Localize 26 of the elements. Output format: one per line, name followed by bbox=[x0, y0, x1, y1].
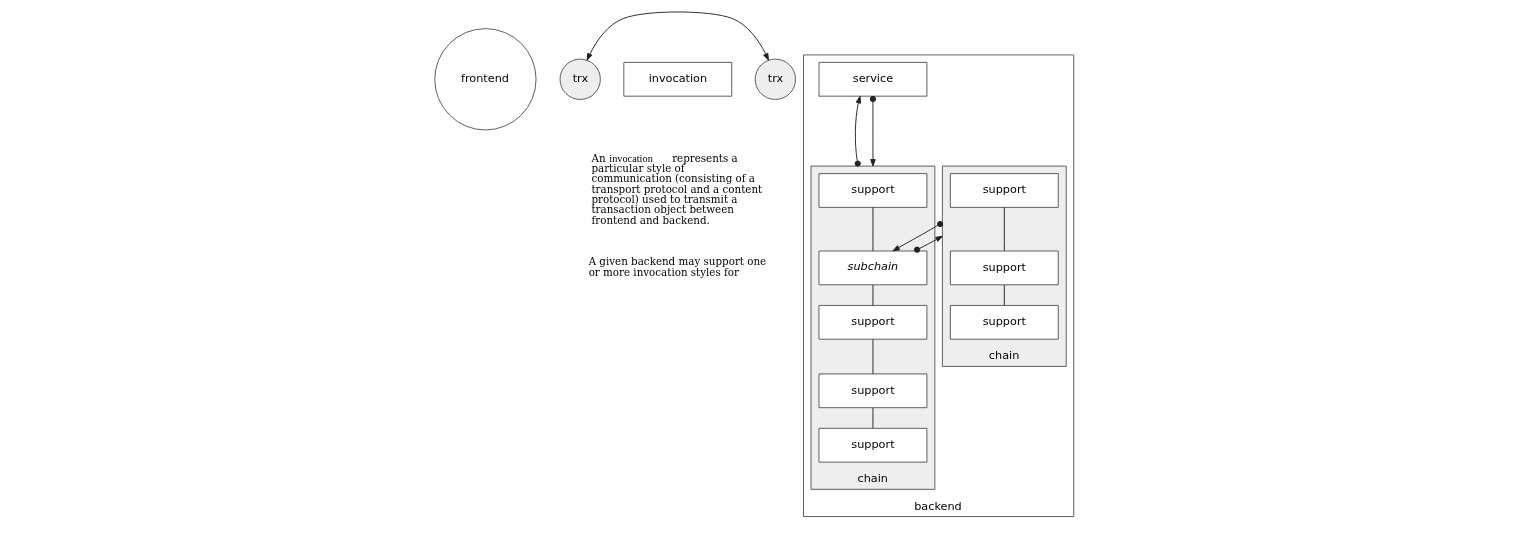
arrow bbox=[586, 11, 769, 61]
node-box: invocation bbox=[622, 61, 732, 97]
arrow bbox=[913, 235, 943, 253]
node-circle: trx bbox=[754, 58, 796, 100]
node-box: service bbox=[818, 61, 927, 97]
label: A given backend may support one or more invocation styles for bbox=[588, 254, 766, 279]
connector bbox=[871, 338, 873, 375]
node-circle: trx bbox=[559, 58, 601, 100]
arrow bbox=[869, 95, 876, 167]
arrow bbox=[891, 220, 943, 252]
node-box: support bbox=[949, 173, 1059, 208]
node-box: support bbox=[818, 427, 927, 463]
connector bbox=[1003, 284, 1005, 306]
arrow bbox=[854, 95, 861, 167]
node-box: support bbox=[818, 373, 927, 409]
node-circle: frontend bbox=[433, 28, 537, 131]
node-box: support bbox=[949, 304, 1059, 340]
connector bbox=[871, 206, 873, 252]
connector bbox=[1003, 206, 1005, 252]
connector bbox=[871, 284, 873, 306]
node-box: subchain bbox=[818, 250, 927, 286]
node-box: support bbox=[818, 173, 927, 208]
connector bbox=[871, 407, 873, 429]
node-box: support bbox=[818, 304, 927, 340]
node-box: support bbox=[949, 250, 1059, 286]
label: An invocation represents a particular style of communication (consisting of a transport protocol and a content protocol) used to transmit a transaction object between frontend and backend. bbox=[590, 151, 762, 226]
